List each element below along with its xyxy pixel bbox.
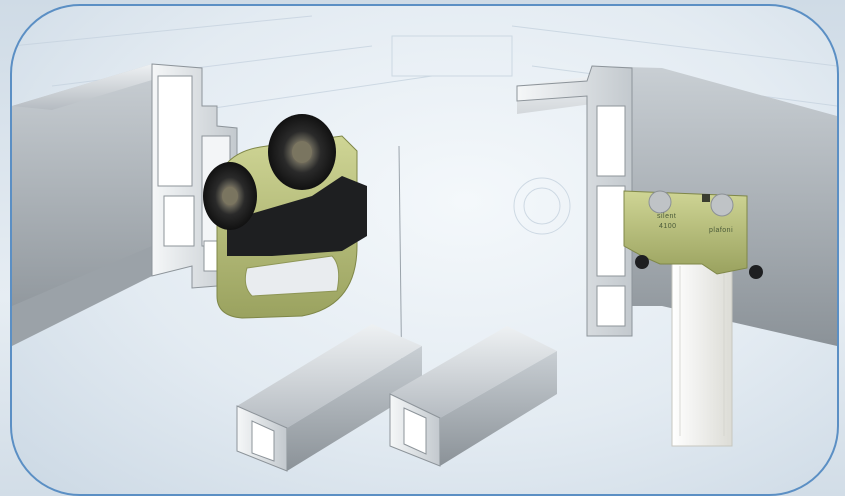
- rounded-photo-panel: silent 4100 plafoni: [10, 4, 839, 496]
- small-channel-profile-1: [236, 324, 422, 472]
- left-track-profile: [12, 63, 238, 346]
- product-illustration: [12, 15, 837, 472]
- glider-side-mark: plafoni: [709, 227, 734, 234]
- glider-label-line1: silent: [657, 213, 677, 220]
- small-channel-profile-2: [389, 326, 557, 467]
- curtain-tape: [671, 255, 733, 447]
- glider-label-line2: 4100: [659, 223, 677, 230]
- left-roller-carriage: [203, 114, 367, 319]
- right-curtain-glider: [623, 190, 763, 447]
- background-blueprint: [12, 15, 837, 235]
